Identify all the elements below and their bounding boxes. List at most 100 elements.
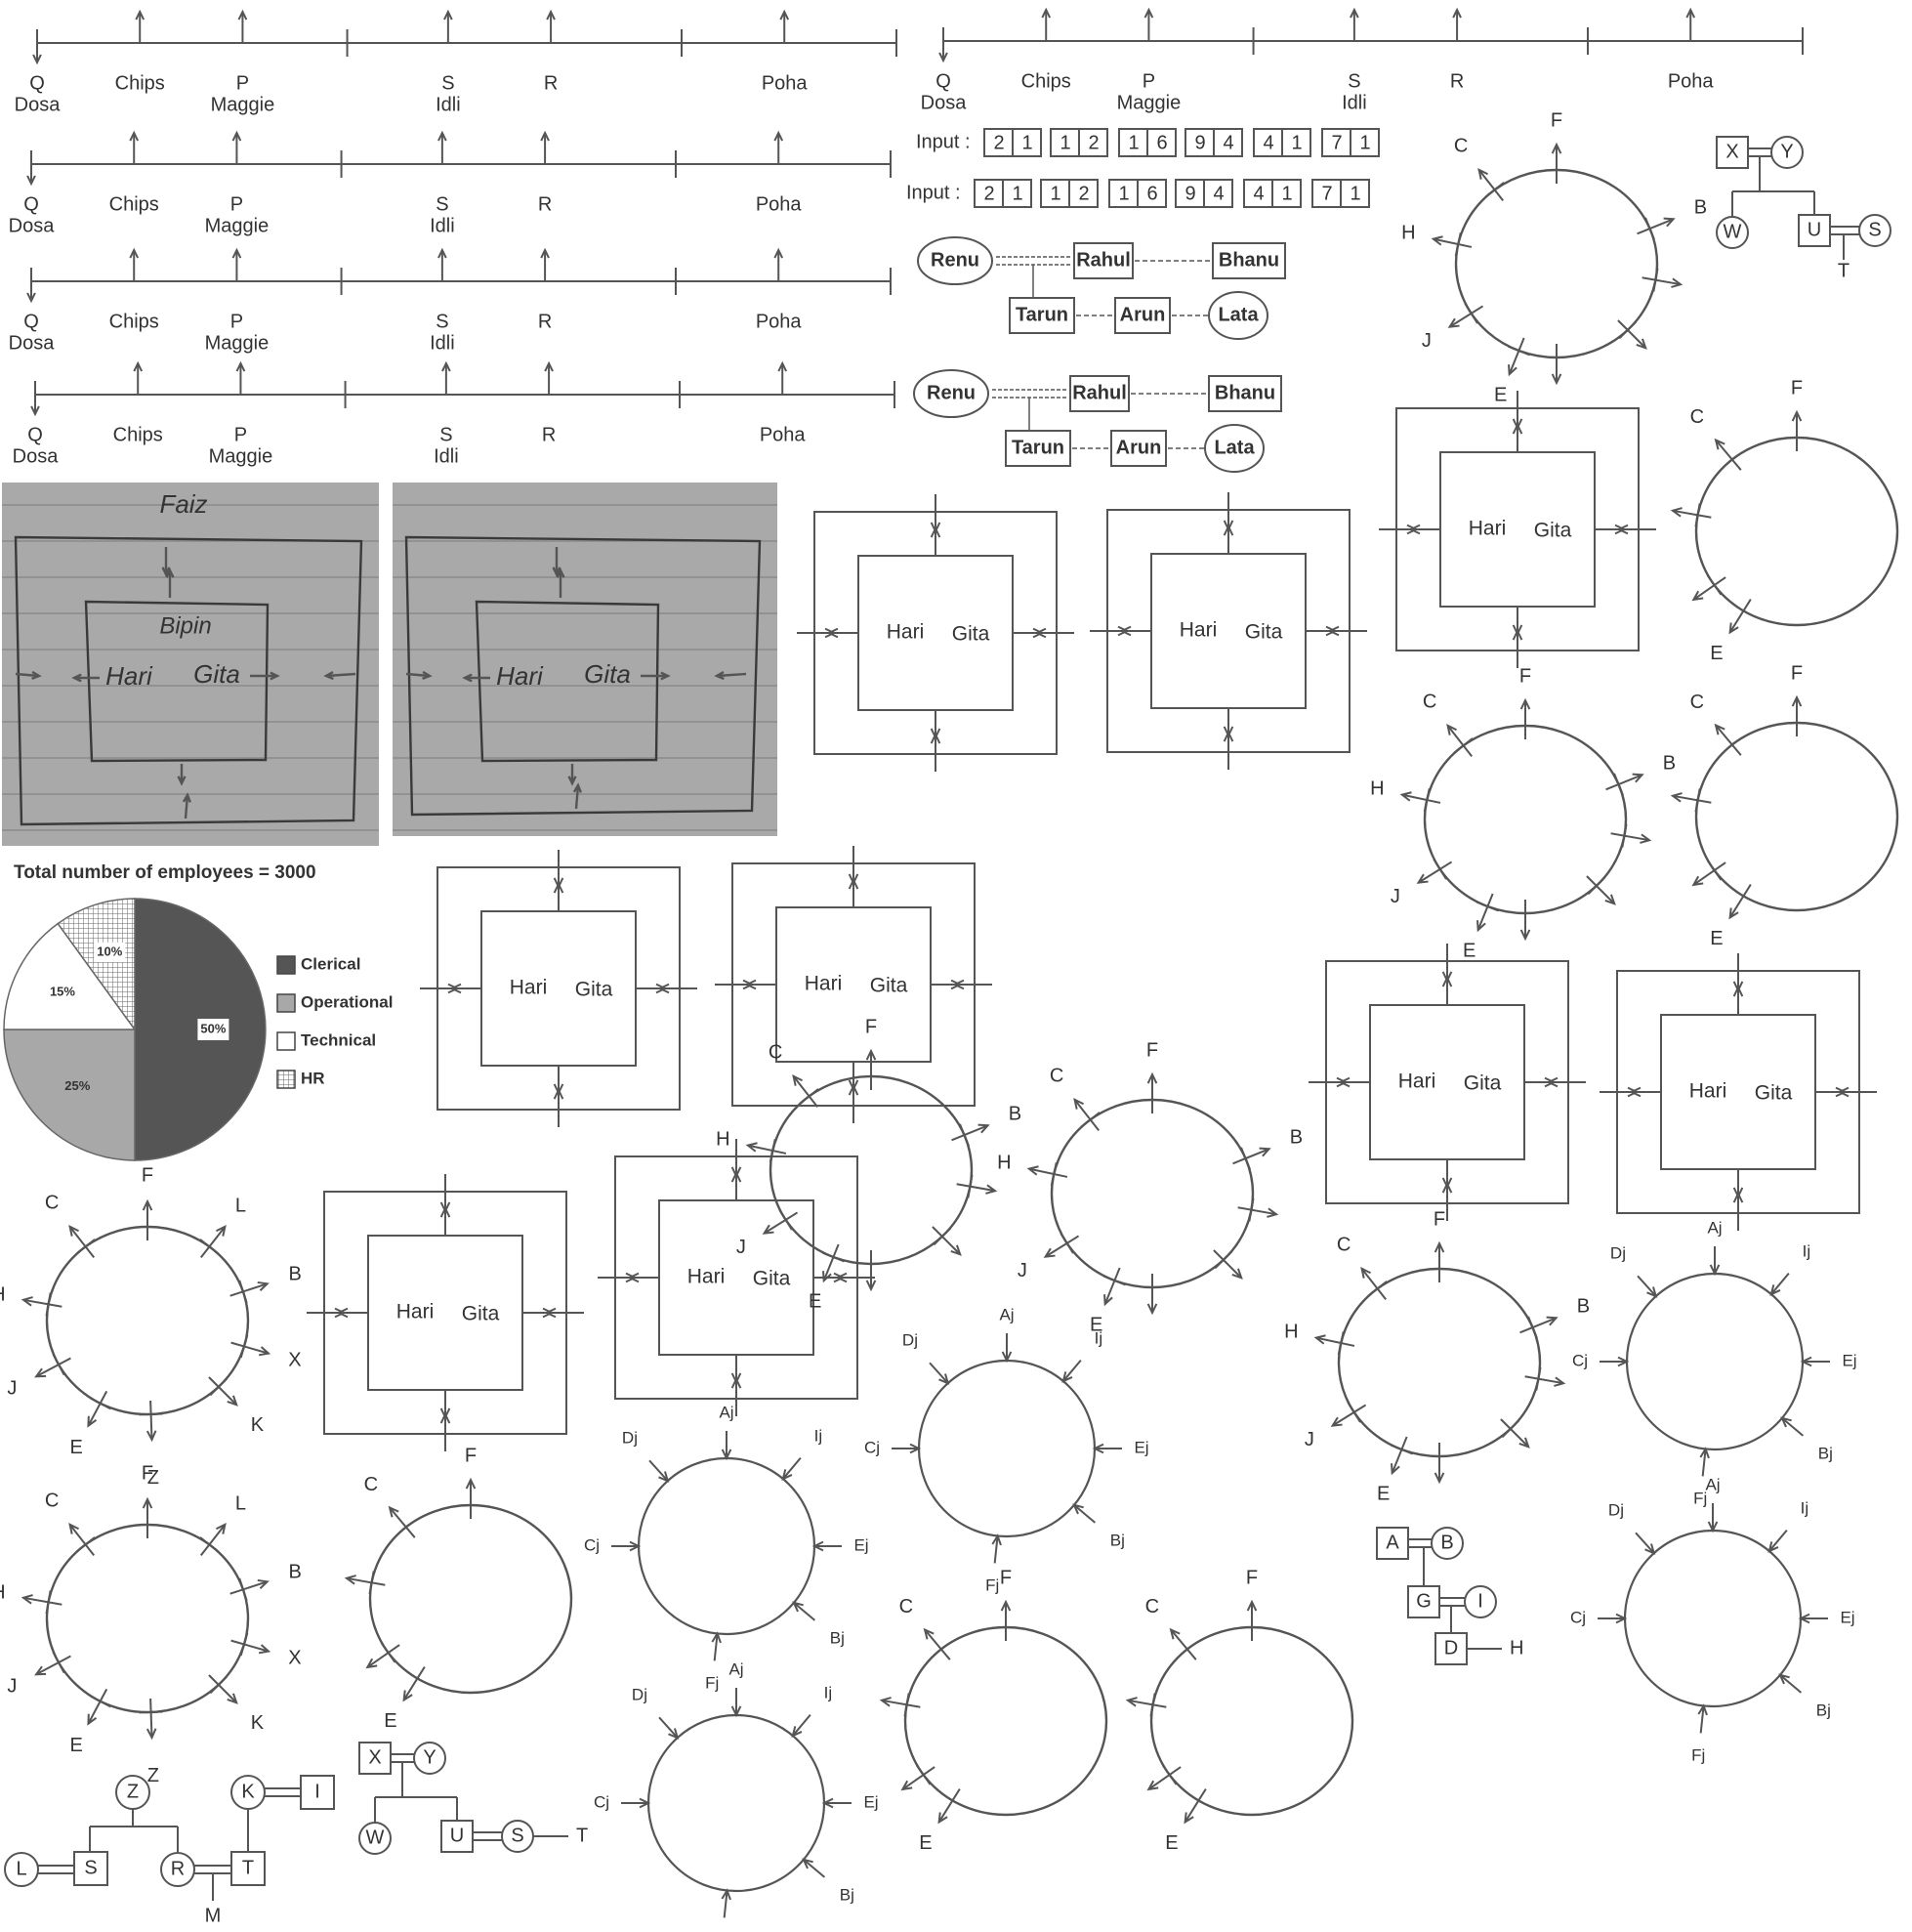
square-seating-diagram-6: HariGita [1309,944,1586,1221]
seat-arrow-in [722,1891,730,1918]
legend-label-clerical: Clerical [301,954,360,973]
seat-arrow-out [1434,236,1472,247]
inner-square [858,556,1013,710]
timeline-label-poha: Poha [762,72,809,94]
seat-arrow-out [147,1699,156,1738]
name-s: S [1868,219,1881,240]
circular-seating-ten-1: FLCBHXJKEZ [0,1164,302,1489]
seat-label-x: X [288,1648,301,1669]
digit: 1 [1128,132,1139,153]
digit: 4 [1223,132,1233,153]
seat-arrow-out [1793,697,1802,736]
person-hari: Hari [1180,619,1218,642]
notebook-photo-layer: FaizBipinHariGitaHariGita [2,483,777,846]
arrow-shaft [1148,1767,1181,1789]
seat-label-c: C [1454,136,1468,157]
digit: 1 [1021,132,1032,153]
seat-label-h: H [716,1129,729,1151]
person-gita: Gita [870,975,908,997]
pie-slice-operational [4,1029,135,1160]
seat-arrow-in [1598,1615,1625,1623]
seat-label-cj: Cj [1570,1608,1586,1626]
name-l: L [16,1858,26,1879]
circular-seating-partial-2: FCE [1673,662,1897,949]
seat-arrow-out [144,1499,152,1538]
seat-label-l: L [235,1196,246,1217]
seat-arrow-out [1673,508,1711,518]
seat-label-f: F [142,1462,153,1484]
timeline-label-dosa: Dosa [9,332,56,354]
inner-right-arrow-out [1815,1088,1845,1097]
person-hari: Hari [887,621,925,644]
digit: 2 [1078,183,1089,204]
seat-arrow-out [230,1580,268,1594]
input-label: Input : [906,182,961,203]
seat-label-dj: Dj [1608,1500,1624,1519]
circular-seating-ten-2: FLCBHXJKEZ [0,1462,302,1786]
square-seating-diagram-5: HariGita [715,846,992,1123]
name-arun: Arun [1116,437,1162,458]
seat-arrow-out [748,1143,786,1154]
legend-label-technical: Technical [301,1030,376,1049]
employee-pie-chart: Total number of employees = 300050%25%15… [4,862,393,1160]
seat-arrow-in [659,1717,678,1738]
seat-label-e: E [809,1291,821,1313]
name-rahul: Rahul [1072,382,1127,403]
up-arrow [547,12,555,43]
name-x: X [1725,141,1738,162]
up-arrow [774,250,782,281]
digit: 1 [1359,132,1370,153]
person-gita: Gita [1534,520,1572,542]
person-hari: Hari [687,1266,726,1288]
inner-right-arrow-out [1306,627,1335,636]
up-arrow [541,250,549,281]
seat-label-c: C [45,1491,59,1512]
seating-circle [905,1627,1106,1815]
seat-arrow-in [1771,1274,1789,1294]
name-y: Y [1780,141,1793,162]
family-tree-ab: ABGIDH [1377,1528,1523,1664]
up-arrow [233,133,241,164]
inner-square [368,1236,522,1390]
timeline-label-maggie: Maggie [205,215,270,236]
seat-arrow-out [1521,700,1530,739]
name-d: D [1444,1637,1458,1659]
seat-arrow-out [147,1401,156,1440]
seat-label-j: J [1391,886,1400,907]
digit: 1 [1350,183,1360,204]
digit: 1 [1060,132,1070,153]
up-arrow [237,363,245,395]
inner-top-arrow-out [1734,987,1743,1015]
seat-label-ij: Ij [1095,1329,1103,1348]
up-arrow [774,133,782,164]
circular-seating-full-3: FCBHJE [1370,665,1676,961]
timeline-label-s: S [436,311,448,332]
seat-label-dj: Dj [632,1685,647,1703]
seat-label-c: C [1337,1235,1351,1256]
seating-circle [648,1715,824,1891]
seat-label-j: J [736,1237,746,1258]
name-renu: Renu [927,382,976,403]
seat-arrow-out [1642,277,1681,287]
inner-square [659,1200,813,1355]
arrow-shaft [367,1645,399,1667]
seat-label-j: J [7,1378,17,1400]
up-arrow [778,363,786,395]
timeline-label-dosa: Dosa [15,94,62,115]
inner-top-arrow-out [932,528,940,556]
seat-label-ej: Ej [853,1535,868,1554]
seat-arrow-in [1769,1531,1787,1551]
seat-label-b: B [289,1561,302,1582]
inner-right-arrow-out [636,985,665,993]
seat-label-b: B [1663,752,1676,774]
name-u: U [450,1825,464,1846]
seat-arrow-out [88,1391,106,1425]
seat-label-e: E [1463,941,1476,962]
seat-arrow-out [1148,1274,1157,1313]
digit: 7 [1321,183,1332,204]
seat-label-e: E [1710,928,1723,949]
up-arrow [1042,10,1050,41]
arrow-shaft [150,1401,151,1440]
timeline-label-r: R [1450,70,1464,92]
name-w: W [366,1827,385,1848]
